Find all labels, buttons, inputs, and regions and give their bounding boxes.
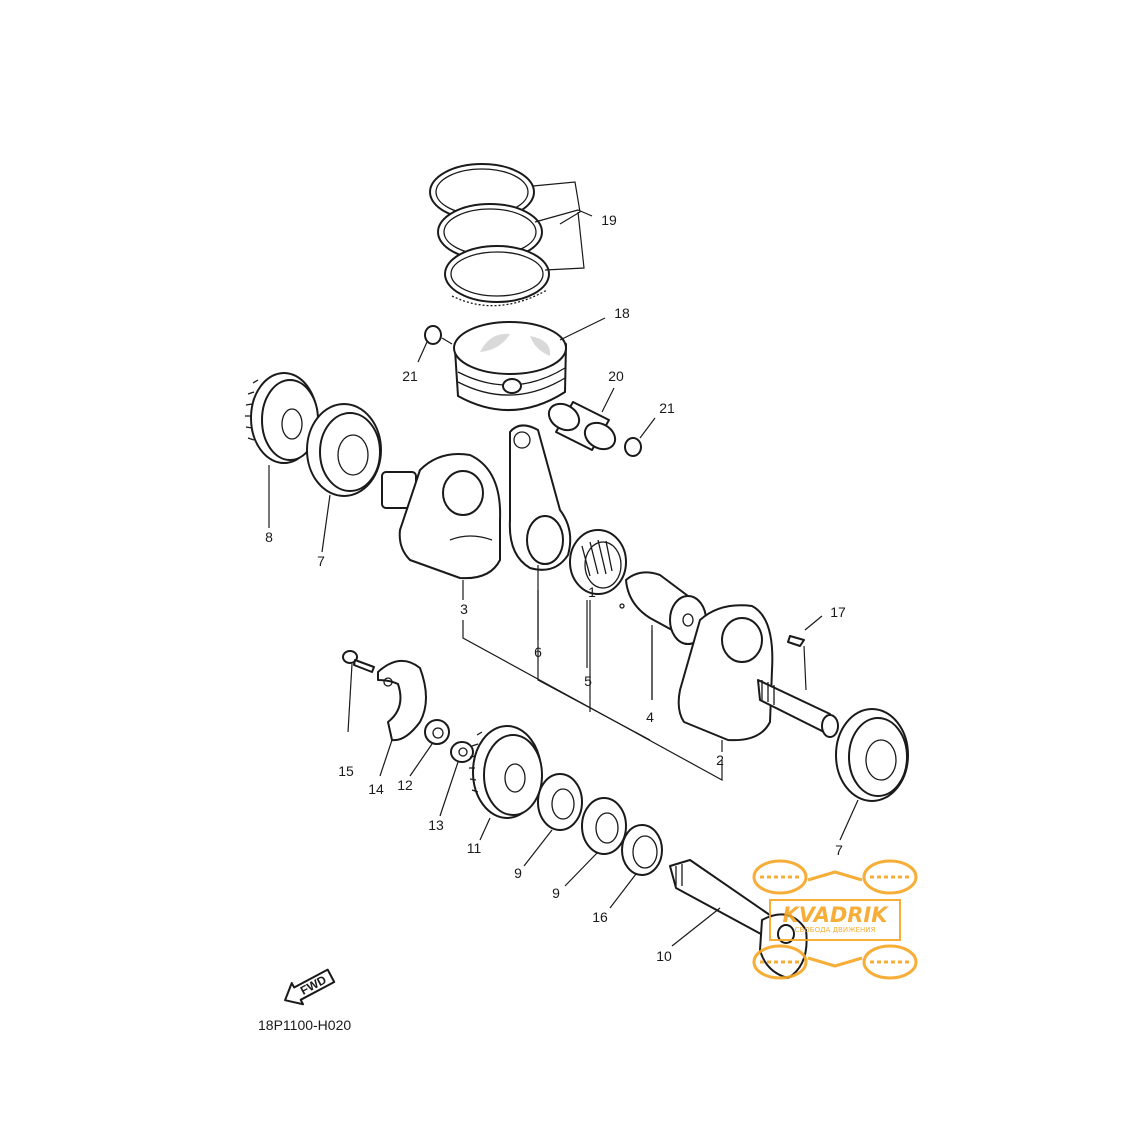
callout-21-left: 21: [402, 368, 418, 384]
lock-washer: [450, 741, 474, 763]
callout-5: 5: [584, 673, 592, 689]
callout-10: 10: [656, 948, 672, 964]
clip-right: [624, 437, 642, 457]
callout-labels: 1 2 3 4 5 6 7 7 8 9 9 10 11 12 13 14 15 …: [265, 212, 846, 964]
watermark-brand: KVADRIK: [782, 903, 889, 927]
callout-8: 8: [265, 529, 273, 545]
callout-19: 19: [601, 212, 617, 228]
callout-2: 2: [716, 752, 724, 768]
needle-bearing: [569, 529, 627, 595]
woodruff-key: [787, 635, 805, 647]
callout-11: 11: [467, 840, 482, 856]
crank-web-right: [677, 604, 839, 742]
callout-7-left: 7: [317, 553, 325, 569]
callout-14: 14: [368, 781, 384, 797]
callout-7-right: 7: [835, 842, 843, 858]
balancer-gear: [469, 725, 543, 819]
callout-12: 12: [397, 777, 413, 793]
bolt: [342, 650, 375, 673]
callout-6: 6: [534, 644, 542, 660]
leader-lines: [268, 181, 859, 947]
callout-18: 18: [614, 305, 630, 321]
connecting-rod: [508, 424, 572, 571]
callout-4: 4: [646, 709, 654, 725]
callout-3: 3: [460, 601, 468, 617]
diagram-code: 18P1100-H020: [258, 1017, 351, 1033]
bearing-9b: [581, 797, 627, 855]
clip-left: [424, 325, 442, 345]
callout-16: 16: [592, 909, 608, 925]
fwd-arrow: FWD: [284, 968, 336, 1006]
bearing-right: [835, 708, 909, 802]
piston-rings: [429, 163, 550, 307]
watermark-tagline: СВОБОДА ДВИЖЕНИЯ: [795, 926, 876, 934]
callout-20: 20: [608, 368, 624, 384]
callout-9-a: 9: [514, 865, 522, 881]
needle-bearing-16: [621, 824, 663, 876]
nut: [424, 719, 450, 745]
crank-pin: [619, 571, 707, 645]
drive-gear: [245, 372, 319, 464]
balancer-weight: [377, 660, 427, 742]
piston: [453, 321, 567, 412]
callout-17: 17: [830, 604, 846, 620]
callout-1: 1: [588, 584, 596, 600]
bearing-9a: [537, 773, 583, 831]
callout-9-b: 9: [552, 885, 560, 901]
callout-13: 13: [428, 817, 444, 833]
watermark-logo: KVADRIK СВОБОДА ДВИЖЕНИЯ: [752, 859, 918, 980]
callout-15: 15: [338, 763, 354, 779]
crank-web-left: [381, 453, 502, 580]
bearing-left: [306, 403, 382, 497]
callout-21-right: 21: [659, 400, 675, 416]
piston-pin: [547, 401, 617, 451]
